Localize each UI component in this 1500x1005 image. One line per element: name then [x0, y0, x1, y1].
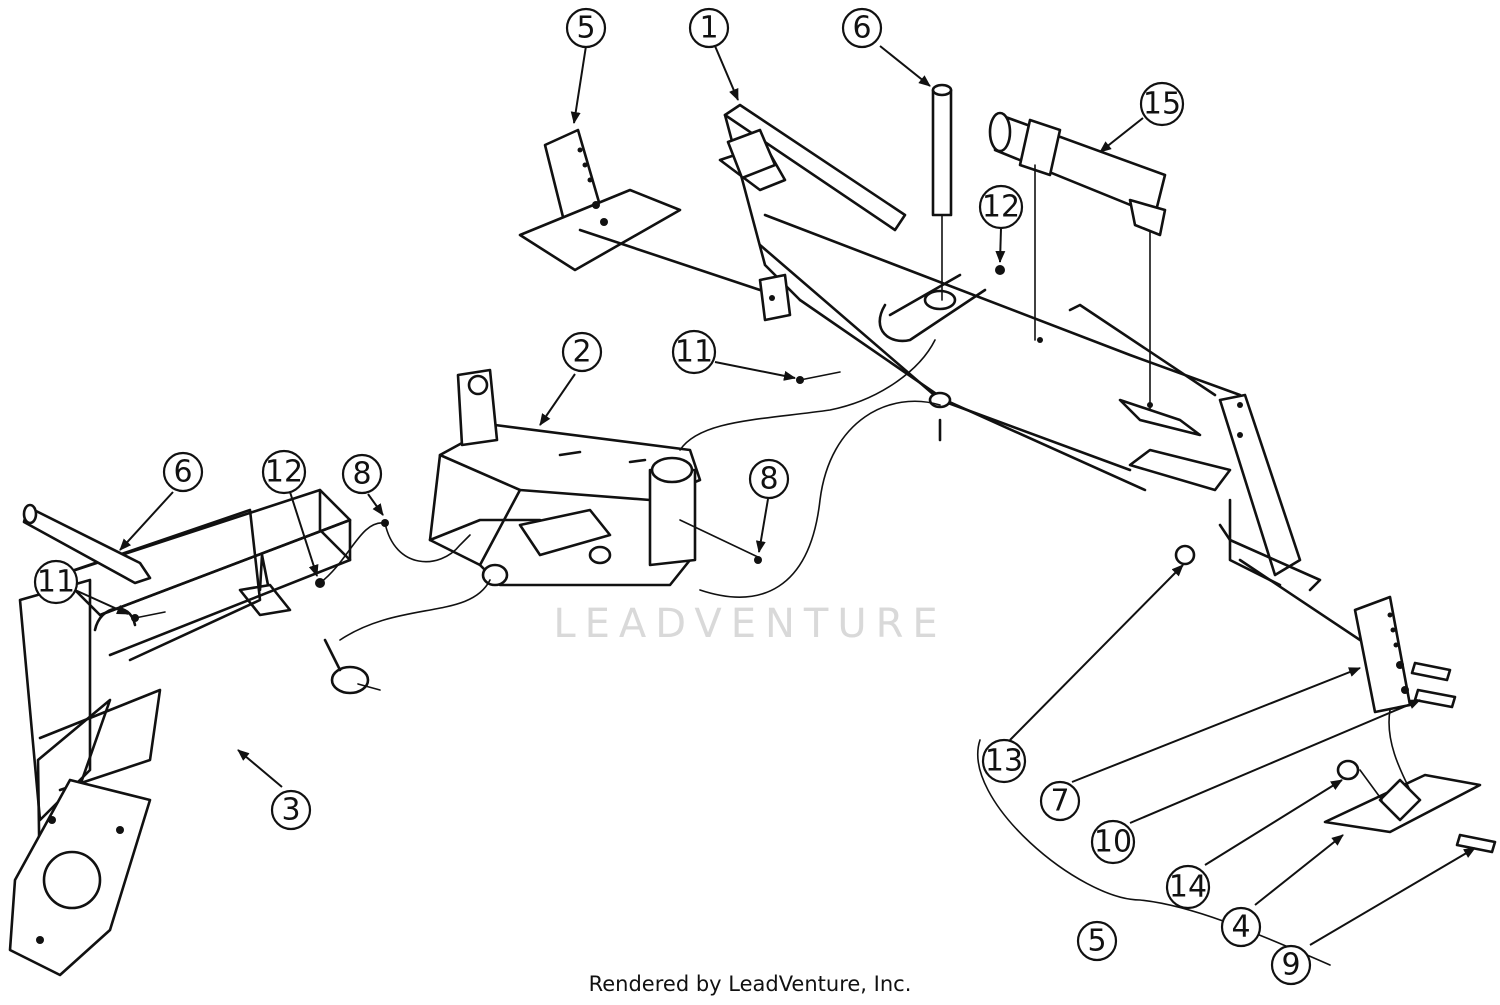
callout-15[interactable]: 15	[1139, 81, 1185, 127]
callout-4[interactable]: 4	[1220, 906, 1262, 948]
callout-10[interactable]: 10	[1090, 819, 1136, 865]
svg-text:11: 11	[675, 335, 713, 370]
svg-text:10: 10	[1094, 825, 1132, 860]
callout-6-left[interactable]: 6	[162, 451, 204, 493]
callout-5-bottom[interactable]: 5	[1076, 920, 1118, 962]
svg-text:7: 7	[1050, 784, 1069, 819]
part-pin-left	[22, 503, 152, 585]
svg-text:12: 12	[265, 455, 303, 490]
part-pin-top	[931, 83, 953, 301]
callout-3[interactable]: 3	[270, 789, 312, 831]
callout-9[interactable]: 9	[1270, 944, 1312, 986]
svg-text:15: 15	[1143, 87, 1181, 122]
svg-text:6: 6	[852, 11, 871, 46]
svg-text:14: 14	[1169, 870, 1207, 905]
svg-text:12: 12	[982, 190, 1020, 225]
svg-text:8: 8	[759, 462, 778, 497]
part-bracket-top	[518, 128, 762, 292]
svg-text:8: 8	[352, 457, 371, 492]
svg-text:3: 3	[281, 793, 300, 828]
part-main-frame	[718, 103, 1322, 592]
callout-leaders	[74, 45, 1476, 946]
part-hardware	[131, 265, 1497, 854]
callout-2[interactable]: 2	[561, 331, 603, 373]
callout-11-left[interactable]: 11	[33, 559, 79, 605]
svg-text:9: 9	[1281, 948, 1300, 983]
callout-5-top[interactable]: 5	[565, 7, 607, 49]
svg-text:1: 1	[699, 11, 718, 46]
part-hydraulic-cylinder	[988, 111, 1167, 411]
svg-text:11: 11	[37, 565, 75, 600]
callout-11-top[interactable]: 11	[671, 329, 717, 375]
callout-12-left[interactable]: 12	[261, 449, 307, 495]
svg-text:13: 13	[985, 744, 1023, 779]
svg-text:2: 2	[572, 335, 591, 370]
svg-text:6: 6	[173, 455, 192, 490]
footer-credit: Rendered by LeadVenture, Inc.	[588, 972, 912, 996]
callout-1[interactable]: 1	[688, 7, 730, 49]
callout-12-top[interactable]: 12	[978, 184, 1024, 230]
callout-6-top[interactable]: 6	[841, 7, 883, 49]
callout-7[interactable]: 7	[1039, 780, 1081, 822]
callout-8-left[interactable]: 8	[341, 453, 383, 495]
watermark-text: LEADVENTURE	[553, 601, 946, 647]
callout-8-right[interactable]: 8	[748, 458, 790, 500]
svg-text:5: 5	[1087, 924, 1106, 959]
callout-14[interactable]: 14	[1165, 864, 1211, 910]
part-bracket-bottom	[1238, 558, 1482, 834]
callout-13[interactable]: 13	[981, 738, 1027, 784]
svg-text:4: 4	[1231, 910, 1250, 945]
part-hitch-bracket	[428, 368, 702, 587]
svg-text:5: 5	[576, 11, 595, 46]
